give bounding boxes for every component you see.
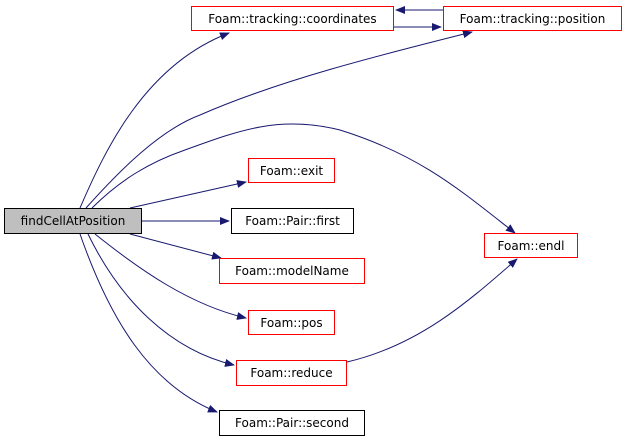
node-endl[interactable]: Foam::endl (484, 233, 578, 258)
node-reduce[interactable]: Foam::reduce (236, 360, 347, 386)
node-modelName[interactable]: Foam::modelName (219, 258, 365, 284)
node-pair-second[interactable]: Foam::Pair::second (219, 410, 365, 436)
edge-reduce-endl (346, 258, 518, 363)
edge-root-reduce (87, 233, 235, 367)
edge-root-second (79, 233, 218, 413)
node-pos[interactable]: Foam::pos (248, 310, 335, 335)
edge-root-exit (129, 180, 247, 209)
edge-root-endl (91, 123, 516, 234)
node-findCellAtPosition: findCellAtPosition (4, 208, 142, 234)
node-exit[interactable]: Foam::exit (248, 158, 335, 183)
node-pair-first[interactable]: Foam::Pair::first (231, 208, 354, 234)
edge-root-pos (94, 233, 247, 320)
edge-root-modelName (129, 233, 222, 260)
node-tracking-position[interactable]: Foam::tracking::position (443, 6, 622, 31)
edge-root-position (85, 30, 473, 209)
edge-root-coordinates (79, 32, 230, 209)
node-tracking-coordinates[interactable]: Foam::tracking::coordinates (191, 6, 394, 31)
